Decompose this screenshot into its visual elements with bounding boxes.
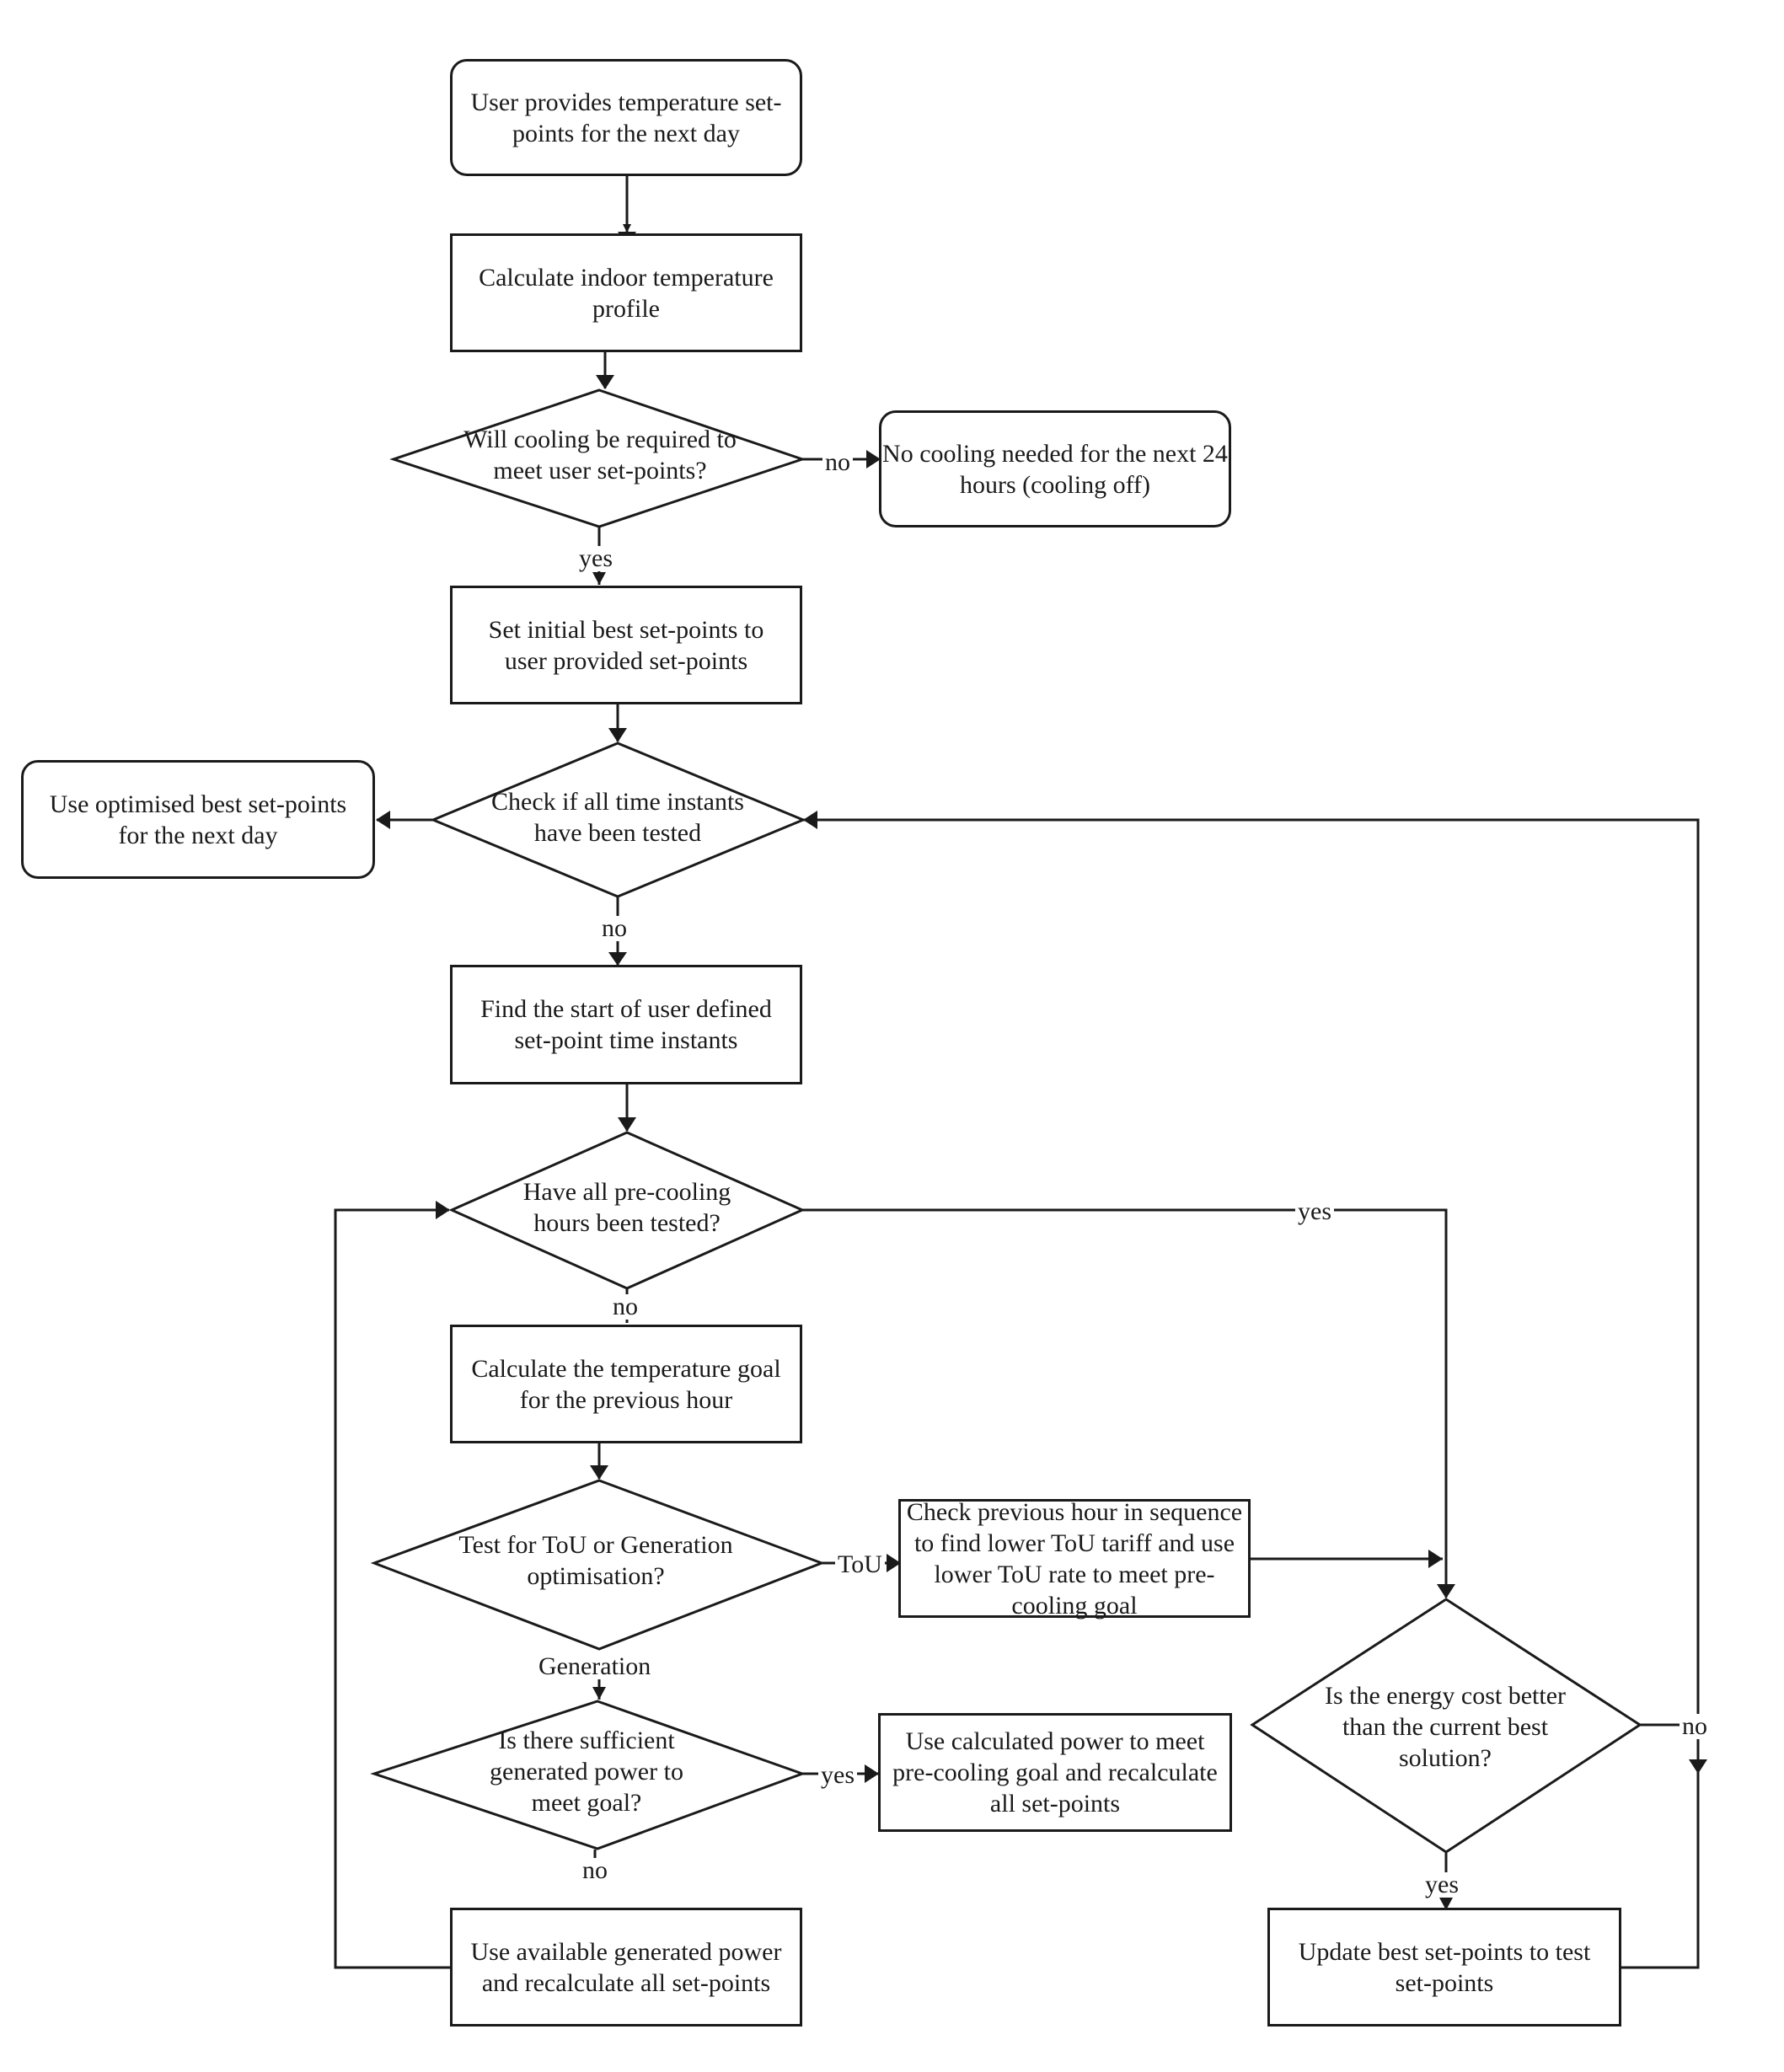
arrowhead [865, 1764, 879, 1783]
node-use-available-label: Use available generated power and recalc… [470, 1937, 782, 1997]
node-find-start-label: Find the start of user defined set-point… [480, 995, 772, 1054]
edge-label-tou: ToU [835, 1552, 885, 1577]
edge-label-power-no: no [580, 1858, 610, 1883]
edge-label-cooling-no: no [822, 450, 853, 475]
edge-precool-yes [802, 1208, 1448, 1598]
node-calc-indoor-label: Calculate indoor temperature profile [479, 263, 774, 323]
edge-label-cooling-yes: yes [576, 546, 615, 571]
node-use-optimised: Use optimised best set-points for the ne… [21, 760, 375, 879]
node-use-calculated: Use calculated power to meet pre-cooling… [878, 1713, 1232, 1832]
edge-label-instants-no: no [599, 916, 629, 941]
node-user-provides-label: User provides temperature set-points for… [470, 88, 782, 147]
decision-energy-cost [1250, 1598, 1642, 1854]
node-check-prev-hour-label: Check previous hour in sequence to find … [906, 1497, 1243, 1620]
arrowhead [1439, 1898, 1453, 1910]
decision-check-all-instants [430, 742, 806, 898]
arrowhead [596, 375, 614, 389]
decision-sufficient-power [370, 1700, 806, 1850]
node-calc-goal-label: Calculate the temperature goal for the p… [471, 1354, 781, 1414]
node-check-prev-hour: Check previous hour in sequence to find … [898, 1497, 1251, 1620]
edge-label-generation: Generation [536, 1654, 654, 1679]
arrowhead [803, 811, 817, 829]
node-update-best-label: Update best set-points to test set-point… [1298, 1937, 1591, 1997]
node-calc-indoor: Calculate indoor temperature profile [450, 233, 802, 352]
arrowhead [1689, 1759, 1707, 1774]
node-use-calculated-label: Use calculated power to meet pre-cooling… [892, 1727, 1218, 1818]
arrowhead [1428, 1550, 1443, 1568]
arrowhead [592, 572, 606, 585]
arrowhead [608, 952, 627, 966]
decision-test-tou [370, 1479, 826, 1651]
edge-available-loop [334, 1208, 453, 1969]
node-calc-goal: Calculate the temperature goal for the p… [450, 1325, 802, 1443]
arrowhead [618, 1117, 636, 1132]
edge-label-power-yes: yes [818, 1763, 857, 1788]
arrowhead [590, 1465, 608, 1480]
node-find-start: Find the start of user defined set-point… [450, 965, 802, 1084]
arrowhead [866, 450, 881, 468]
node-use-optimised-label: Use optimised best set-points for the ne… [49, 790, 347, 849]
node-no-cooling: No cooling needed for the next 24 hours … [879, 410, 1231, 527]
edge-update-loop [803, 818, 1700, 1969]
arrowhead [608, 728, 627, 742]
node-user-provides: User provides temperature set-points for… [450, 59, 802, 176]
edge-label-precool-no: no [610, 1294, 640, 1320]
edge-label-cost-yes: yes [1422, 1872, 1461, 1898]
decision-all-precooling [448, 1131, 806, 1290]
arrowhead [376, 811, 390, 829]
node-set-initial-label: Set initial best set-points to user prov… [488, 615, 764, 675]
arrowhead [1437, 1584, 1455, 1598]
node-set-initial: Set initial best set-points to user prov… [450, 586, 802, 704]
edge-label-cost-no: no [1680, 1714, 1710, 1739]
node-update-best: Update best set-points to test set-point… [1267, 1908, 1621, 2026]
node-no-cooling-label: No cooling needed for the next 24 hours … [882, 439, 1228, 499]
arrowhead [436, 1201, 450, 1219]
arrowhead [592, 1687, 606, 1700]
node-use-available: Use available generated power and recalc… [450, 1908, 802, 2026]
edge-label-precool-yes: yes [1295, 1199, 1334, 1224]
decision-cooling-required [389, 388, 806, 528]
arrowhead [887, 1554, 901, 1572]
